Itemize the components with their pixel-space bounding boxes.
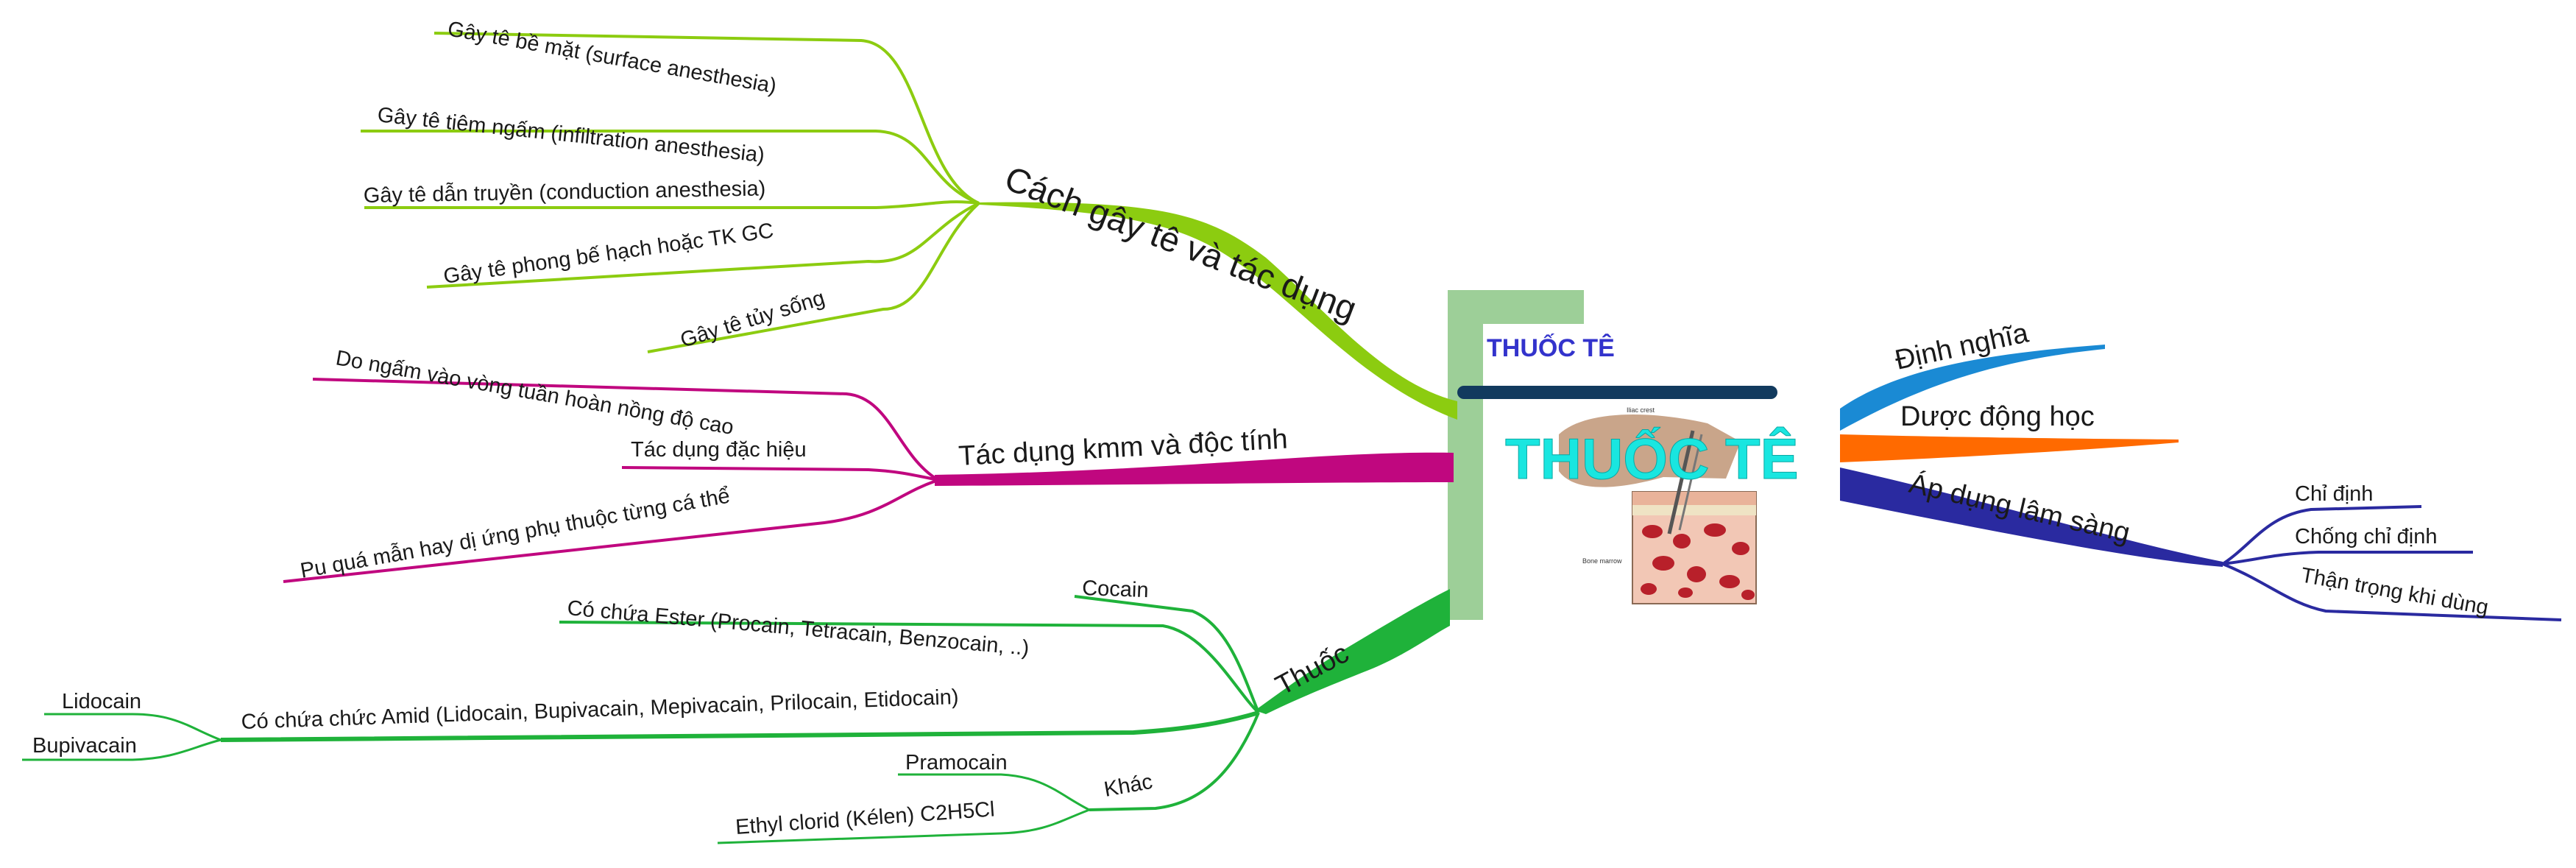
leaf-label[interactable]: Có chứa Ester (Procain, Tetracain, Benzo… — [566, 596, 1030, 660]
leaf-line — [364, 200, 980, 209]
leaf-label[interactable]: Cocain — [1082, 576, 1149, 602]
leaf-label[interactable]: Ethyl clorid (Kélen) C2H5Cl — [735, 797, 995, 839]
image-label-marrow: Bone marrow — [1582, 557, 1622, 565]
leaf-line — [44, 713, 222, 741]
leaf-line — [2222, 562, 2562, 621]
leaf-label[interactable]: Chỉ định — [2295, 482, 2373, 506]
leaf-label[interactable]: Có chứa chức Amid (Lidocain, Bupivacain,… — [241, 685, 959, 734]
leaf-line — [22, 738, 222, 761]
leaf-line — [426, 202, 980, 289]
leaf-line — [361, 130, 980, 205]
leaf-line — [2221, 505, 2422, 565]
leaf-label[interactable]: Chống chỉ định — [2295, 525, 2437, 548]
anatomy-illustration: Iliac crest Bone marrow — [1559, 406, 1757, 604]
leaf-line — [434, 32, 980, 205]
branch-thuoc[interactable]: Thuốc Cocain Có chứa Ester (Procain, Tet… — [22, 576, 1450, 844]
leaf-label[interactable]: Gây tê tủy sống — [678, 286, 828, 353]
leaf-line — [1074, 595, 1260, 713]
leaf-line — [220, 710, 1259, 742]
center-node[interactable]: THUỐC TÊ Iliac crest Bone — [1448, 290, 1799, 620]
branch-line — [1840, 434, 2179, 462]
branch-line — [1840, 467, 2223, 567]
leaf-line — [1089, 712, 1260, 811]
branch-label: Dược động học — [1900, 401, 2095, 432]
branch-cach-gay-te[interactable]: Cách gây tê và tác dụng Gây tê bề mặt (s… — [361, 17, 1457, 420]
branch-duoc-dong-hoc[interactable]: Dược động học — [1840, 401, 2179, 462]
branch-line — [1255, 589, 1450, 714]
leaf-label[interactable]: Do ngấm vào vòng tuần hoàn nồng độ cao — [334, 346, 735, 440]
tissue-skin — [1632, 492, 1756, 505]
needle — [1667, 430, 1695, 534]
leaf-line — [283, 479, 939, 583]
branch-line — [979, 202, 1457, 420]
branch-line — [1840, 345, 2105, 431]
tissue-bone — [1632, 505, 1756, 515]
marrow-cells — [1641, 523, 1755, 600]
branch-label: Cách gây tê và tác dụng — [999, 158, 1362, 328]
leaf-line — [898, 773, 1090, 811]
branch-line — [935, 452, 1454, 486]
center-frame-top — [1448, 290, 1584, 324]
center-title-small: THUỐC TÊ — [1487, 334, 1615, 362]
leaf-line — [647, 202, 980, 353]
leaf-label[interactable]: Pu quá mẫn hay dị ứng phụ thuộc từng cá … — [298, 484, 732, 583]
branch-ap-dung[interactable]: Áp dụng lâm sàng Chỉ định Chống chỉ định… — [1840, 467, 2562, 621]
leaf-label[interactable]: Gây tê dẫn truyền (conduction anesthesia… — [364, 176, 766, 208]
hand-shape — [1559, 414, 1741, 487]
leaf-label[interactable]: Gây tê bề mặt (surface anesthesia) — [446, 17, 779, 98]
leaf-label[interactable]: Bupivacain — [32, 734, 137, 758]
leaf-line — [2222, 551, 2473, 565]
leaf-label[interactable]: Khác — [1103, 770, 1155, 802]
branch-tac-dung-kmm[interactable]: Tác dụng kmm và độc tính Do ngấm vào vòn… — [283, 346, 1454, 583]
leaf-line — [312, 378, 940, 481]
leaf-line — [717, 808, 1090, 844]
leaf-line — [559, 621, 1260, 714]
leaf-line — [621, 466, 939, 481]
leaf-label[interactable]: Gây tê tiêm ngấm (infiltration anesthesi… — [376, 103, 765, 167]
leaf-label[interactable]: Tác dụng đặc hiệu — [631, 438, 807, 462]
leaf-label[interactable]: Gây tê phong bế hạch hoặc TK GC — [442, 219, 776, 289]
center-underline-bar — [1457, 386, 1777, 399]
image-label-iliac: Iliac crest — [1627, 406, 1655, 414]
leaf-label[interactable]: Lidocain — [62, 690, 141, 713]
center-title-big: THUỐC TÊ — [1505, 426, 1799, 491]
leaf-label[interactable]: Pramocain — [905, 751, 1008, 775]
needle-2 — [1678, 434, 1703, 531]
